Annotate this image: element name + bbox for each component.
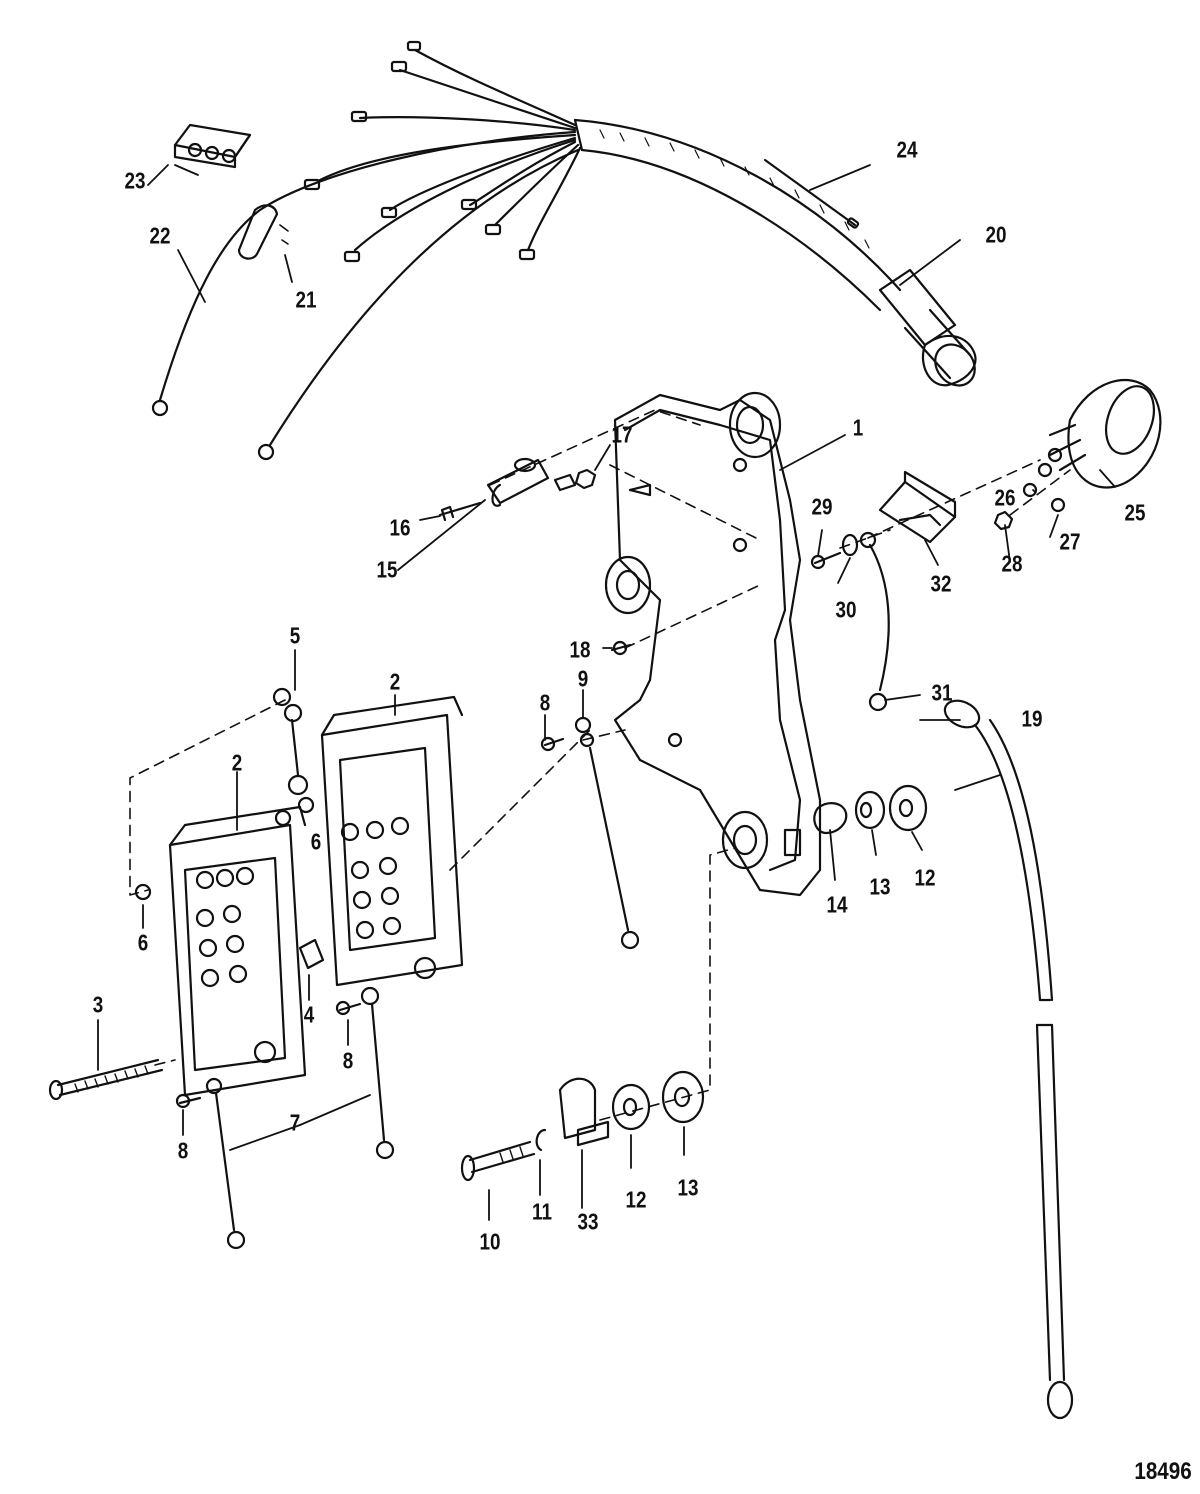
connector-23 xyxy=(173,123,252,169)
solenoid-25 xyxy=(1037,378,1162,489)
nuts-26-27-28 xyxy=(993,482,1066,531)
callout-33: 33 xyxy=(577,1208,599,1235)
switch-box-front-2 xyxy=(168,805,307,1097)
clip-15-screw-16-nut-17 xyxy=(438,457,597,522)
mounting-bracket-1 xyxy=(604,391,822,897)
callout-8: 8 xyxy=(177,1137,189,1164)
leads-7 xyxy=(205,986,395,1250)
callout-31: 31 xyxy=(931,679,953,706)
callout-8: 8 xyxy=(539,689,551,716)
callout-3: 3 xyxy=(92,991,104,1018)
callout-10: 10 xyxy=(479,1228,501,1255)
callout-7: 7 xyxy=(289,1109,301,1136)
ground-wire-31 xyxy=(868,543,890,692)
callout-14: 14 xyxy=(826,891,848,918)
lead-9 xyxy=(574,716,640,950)
callout-12: 12 xyxy=(625,1186,647,1213)
callout-29: 29 xyxy=(811,493,833,520)
leader-lines xyxy=(97,164,1116,1221)
callout-23: 23 xyxy=(124,167,146,194)
callout-27: 27 xyxy=(1059,528,1081,555)
harness-branch-wires xyxy=(151,40,582,461)
figure-number: 18496 xyxy=(1134,1458,1192,1485)
callout-2: 2 xyxy=(389,668,401,695)
screws-8 xyxy=(175,736,565,1109)
callout-25: 25 xyxy=(1124,499,1146,526)
callout-21: 21 xyxy=(295,286,317,313)
wire-24 xyxy=(763,158,857,227)
callout-13: 13 xyxy=(869,873,891,900)
nut-6 xyxy=(274,809,292,827)
switch-box-rear-2 xyxy=(320,695,464,987)
grommet-14-washers-13-12-upper xyxy=(813,784,928,835)
callout-2: 2 xyxy=(231,749,243,776)
battery-cable-19 xyxy=(943,699,1074,1420)
callout-6: 6 xyxy=(137,929,149,956)
callout-16: 16 xyxy=(389,514,411,541)
callout-32: 32 xyxy=(930,570,952,597)
callout-26: 26 xyxy=(994,484,1016,511)
callout-1: 1 xyxy=(852,414,864,441)
callout-13: 13 xyxy=(677,1174,699,1201)
callout-28: 28 xyxy=(1001,550,1023,577)
callout-20: 20 xyxy=(985,221,1007,248)
resistor-21-22 xyxy=(237,204,289,260)
callout-8: 8 xyxy=(342,1047,354,1074)
callout-30: 30 xyxy=(835,596,857,623)
callout-17: 17 xyxy=(611,421,633,448)
callout-5: 5 xyxy=(289,622,301,649)
callout-15: 15 xyxy=(376,556,398,583)
bolt-3 xyxy=(48,1058,164,1101)
callout-4: 4 xyxy=(303,1001,315,1028)
callout-19: 19 xyxy=(1021,705,1043,732)
nut-6 xyxy=(134,883,152,901)
callout-18: 18 xyxy=(569,636,591,663)
callout-11: 11 xyxy=(532,1198,552,1225)
spacer-4 xyxy=(298,938,325,970)
cover-32 xyxy=(878,470,957,544)
callout-22: 22 xyxy=(149,222,171,249)
callout-12: 12 xyxy=(914,864,936,891)
wire-harness-20 xyxy=(573,118,977,387)
callout-6: 6 xyxy=(310,828,322,855)
ground-strap-5 xyxy=(272,687,315,814)
callout-9: 9 xyxy=(577,665,589,692)
callout-24: 24 xyxy=(896,136,918,163)
alignment-lines xyxy=(129,409,1071,1121)
